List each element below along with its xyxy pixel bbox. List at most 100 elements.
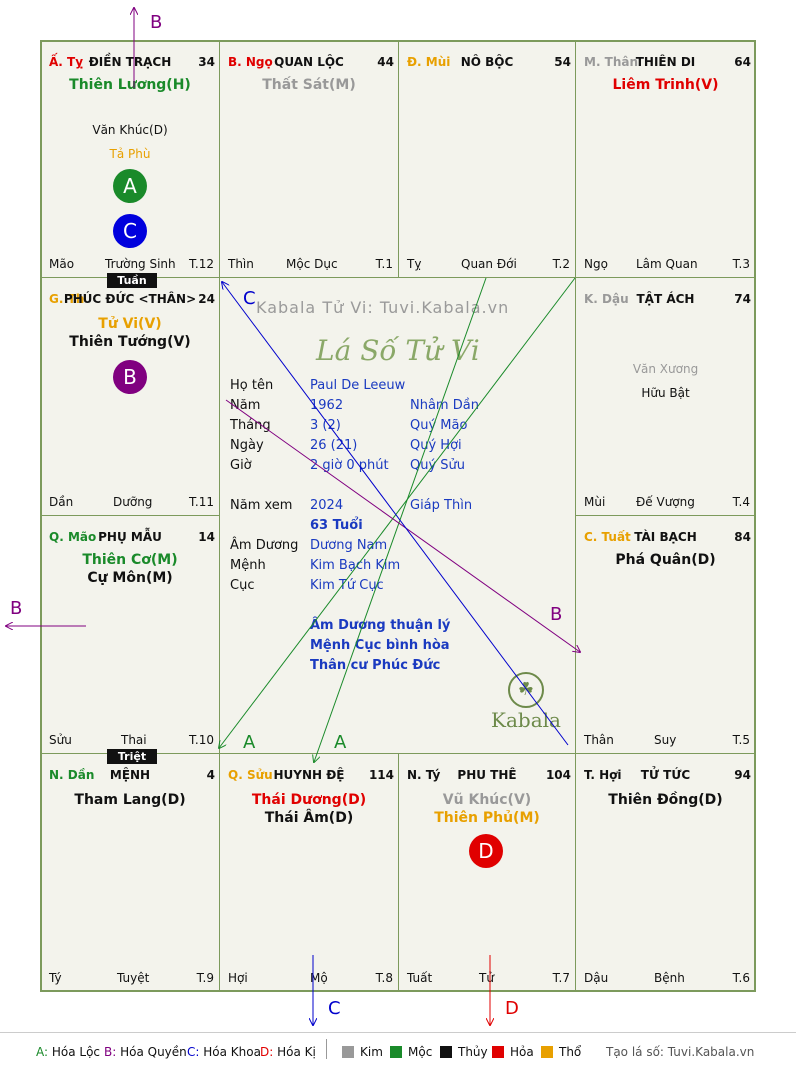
palace-name: ĐIỀN TRẠCH <box>88 55 172 69</box>
palace-can: G. Th <box>49 292 85 306</box>
main-star: Cự Môn(M) <box>87 570 173 586</box>
palace-name: TÀI BẠCH <box>634 530 697 544</box>
arrow-label-b: B <box>550 604 563 625</box>
palace-name: QUAN LỘC <box>274 55 344 69</box>
palace-phase: Mộc Dục <box>286 257 338 271</box>
view-year-label: Năm xem <box>230 498 293 513</box>
legend-kim: Kim <box>342 1045 383 1059</box>
palace-name: NÔ BỘC <box>460 55 514 69</box>
legend-bar: A: Hóa Lộc B: Hóa Quyền C: Hóa Khoa D: H… <box>0 1032 796 1071</box>
palace-can: M. Thân <box>584 55 639 69</box>
palace-age: 34 <box>198 55 215 69</box>
arrow-label-d: D <box>505 998 519 1019</box>
main-star: Thiên Lương(H) <box>69 77 191 93</box>
arrow-label-a: A <box>243 732 256 753</box>
legend-hoa-ki: D: Hóa Kị <box>260 1045 316 1059</box>
am-duong-value: Dương Nam <box>310 538 388 553</box>
palace-month: T.7 <box>552 971 570 985</box>
palace-age: 64 <box>734 55 751 69</box>
legend-hoa: Hỏa <box>492 1045 534 1059</box>
palace-age: 44 <box>377 55 394 69</box>
legend-thuy: Thủy <box>440 1045 488 1059</box>
legend-divider <box>326 1039 327 1059</box>
palace-branch: Tý <box>49 971 62 985</box>
arrow-label-c: C <box>328 998 341 1019</box>
palace-branch: Dần <box>49 495 74 509</box>
hoa-quyen-arrow <box>225 399 580 652</box>
palace-age: 24 <box>198 292 215 306</box>
palace-branch: Tuất <box>407 971 433 985</box>
legend-hoa-quyen: B: Hóa Quyền <box>104 1045 187 1059</box>
palace-phase: Bệnh <box>654 971 685 985</box>
palace-dien-trach[interactable]: Ấ. Tỵ ĐIỀN TRẠCH 34 Thiên Lương(H) Văn Khú… <box>40 40 220 278</box>
hoa-khoa-arrow <box>222 282 569 746</box>
palace-phase: Tuyệt <box>117 971 150 985</box>
center-title: Lá Số Tử Vi <box>316 334 480 367</box>
hoa-loc-arrow <box>219 277 576 748</box>
legend-site[interactable]: Tạo lá số: Tuvi.Kabala.vn <box>606 1045 755 1059</box>
day-can: Quý Hợi <box>410 438 462 453</box>
main-star: Thái Dương(D) <box>251 792 367 808</box>
palace-age: 14 <box>198 530 215 544</box>
palace-name: THIÊN DI <box>635 55 696 69</box>
main-star: Phá Quân(D) <box>615 552 716 568</box>
palace-can: Q. Sửu <box>228 768 273 782</box>
palace-name: HUYNH ĐỆ <box>273 768 345 782</box>
cuc-value: Kim Tứ Cục <box>310 578 384 593</box>
day-label: Ngày <box>230 438 264 453</box>
palace-can: Đ. Mùi <box>407 55 451 69</box>
palace-phase: Lâm Quan <box>636 257 698 271</box>
palace-age: 104 <box>545 768 571 782</box>
main-star: Tham Lang(D) <box>74 792 186 808</box>
menh-value: Kim Bạch Kim <box>310 558 401 573</box>
minor-star: Tả Phù <box>109 147 151 161</box>
minor-star: Văn Xương <box>632 362 699 376</box>
palace-can: B. Ngọ <box>228 55 273 69</box>
name-label: Họ tên <box>230 378 274 393</box>
palace-branch: Thân <box>584 733 614 747</box>
day-value: 26 (21) <box>310 438 358 453</box>
main-star: Thiên Phủ(M) <box>434 810 540 826</box>
palace-can: T. Hợi <box>584 768 622 782</box>
name-value: Paul De Leeuw <box>310 378 406 393</box>
view-year-can: Giáp Thìn <box>410 498 473 513</box>
palace-name: PHỤ MẪU <box>98 530 162 544</box>
note-line: Âm Dương thuận lý <box>310 618 451 633</box>
note-line: Thân cư Phúc Đức <box>310 658 441 673</box>
hoa-quyen-badge: B <box>113 360 147 394</box>
palace-can: Q. Mão <box>49 530 97 544</box>
cuc-label: Cục <box>230 578 255 593</box>
palace-branch: Tỵ <box>407 257 422 271</box>
palace-branch: Hợi <box>228 971 248 985</box>
minor-star: Hữu Bật <box>641 386 690 400</box>
am-duong-label: Âm Dương <box>230 538 299 553</box>
main-star: Tử Vi(V) <box>98 316 162 332</box>
palace-phase: Suy <box>654 733 677 747</box>
main-star: Thất Sát(M) <box>262 77 356 93</box>
year-label: Năm <box>230 398 261 413</box>
minor-star: Văn Khúc(D) <box>92 123 168 137</box>
palace-branch: Mùi <box>584 495 606 509</box>
watermark: Kabala Tử Vi: Tuvi.Kabala.vn <box>256 298 510 317</box>
palace-age: 54 <box>554 55 571 69</box>
arrow-label-b: B <box>10 598 23 619</box>
month-label: Tháng <box>230 418 271 433</box>
note-line: Mệnh Cục bình hòa <box>310 638 450 653</box>
arrow-label-a: A <box>334 732 347 753</box>
main-star: Thiên Tướng(V) <box>69 334 191 350</box>
main-star: Liêm Trinh(V) <box>612 77 719 93</box>
palace-name: TẬT ÁCH <box>636 292 695 306</box>
menh-label: Mệnh <box>230 558 266 573</box>
main-star: Thái Âm(D) <box>264 810 354 826</box>
arrow-label-b: B <box>150 12 163 33</box>
hour-can: Quý Sửu <box>410 458 466 473</box>
palace-can: Ấ. Tỵ <box>49 55 84 69</box>
